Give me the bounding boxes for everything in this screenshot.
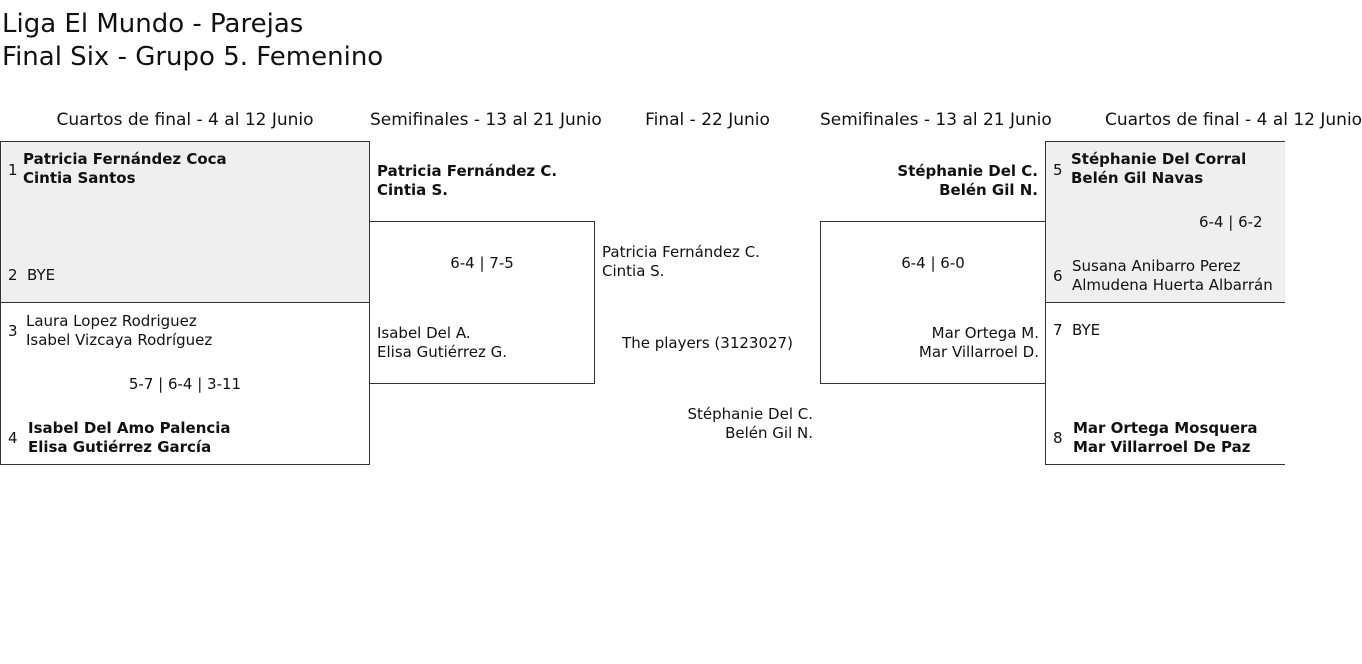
player-name: Belén Gil N. — [939, 181, 1038, 199]
seed-number: 4 — [8, 429, 18, 447]
column-header-final: Final - 22 Junio — [645, 110, 770, 130]
match-score: 6-4 | 6-2 — [1199, 213, 1263, 231]
qf-right-match-2: 7 BYE 8 Mar Ortega Mosquera Mar Villarro… — [1045, 302, 1285, 465]
player-name: Isabel Vizcaya Rodríguez — [26, 331, 213, 349]
team-entry[interactable]: Mar Ortega Mosquera Mar Villarroel De Pa… — [1073, 419, 1258, 457]
player-name: Cintia Santos — [23, 169, 136, 187]
sf-right-match: 6-4 | 6-0 Mar Ortega M. Mar Villarroel D… — [820, 221, 1046, 384]
seed-number: 7 — [1053, 321, 1063, 339]
player-name: Mar Villarroel De Paz — [1073, 438, 1251, 456]
page-title: Liga El Mundo - Parejas — [2, 9, 304, 39]
qf-left-match-1: 1 Patricia Fernández Coca Cintia Santos … — [0, 141, 370, 303]
final-team-a[interactable]: Patricia Fernández C. Cintia S. — [602, 243, 760, 281]
match-score: 6-4 | 6-0 — [901, 254, 965, 272]
team-entry[interactable]: Mar Ortega M. Mar Villarroel D. — [827, 324, 1039, 362]
seed-number: 5 — [1053, 161, 1063, 179]
column-header-sf-left: Semifinales - 13 al 21 Junio — [370, 110, 602, 130]
player-name: Elisa Gutiérrez G. — [377, 343, 507, 361]
player-name: Patricia Fernández C. — [602, 243, 760, 261]
column-header-qf-right: Cuartos de final - 4 al 12 Junio — [1105, 110, 1362, 130]
seed-number: 3 — [8, 322, 18, 340]
final-note: The players (3123027) — [622, 334, 793, 352]
player-name: Mar Villarroel D. — [918, 343, 1039, 361]
final-team-b[interactable]: Stéphanie Del C. Belén Gil N. — [620, 405, 813, 443]
team-entry[interactable]: Susana Anibarro Perez Almudena Huerta Al… — [1072, 257, 1273, 295]
player-name: Stéphanie Del Corral — [1071, 150, 1247, 168]
page-subtitle: Final Six - Grupo 5. Femenino — [2, 42, 384, 72]
seed-number: 8 — [1053, 429, 1063, 447]
sf-left-team-a[interactable]: Patricia Fernández C. Cintia S. — [377, 162, 557, 200]
qf-right-match-1: 5 Stéphanie Del Corral Belén Gil Navas 6… — [1045, 141, 1285, 303]
player-name: Belén Gil N. — [725, 424, 813, 442]
team-entry[interactable]: Stéphanie Del Corral Belén Gil Navas — [1071, 150, 1246, 188]
team-entry-bye: BYE — [1072, 321, 1101, 339]
player-name: Stéphanie Del C. — [687, 405, 813, 423]
qf-left-match-2: 3 Laura Lopez Rodriguez Isabel Vizcaya R… — [0, 302, 370, 465]
player-name: Laura Lopez Rodriguez — [26, 312, 197, 330]
player-name: Cintia S. — [377, 181, 448, 199]
player-name: Isabel Del Amo Palencia — [28, 419, 231, 437]
team-entry[interactable]: Isabel Del A. Elisa Gutiérrez G. — [377, 324, 507, 362]
seed-number: 6 — [1053, 267, 1063, 285]
team-entry[interactable]: Isabel Del Amo Palencia Elisa Gutiérrez … — [28, 419, 231, 457]
seed-number: 2 — [8, 266, 18, 284]
sf-right-team-a[interactable]: Stéphanie Del C. Belén Gil N. — [826, 162, 1038, 200]
player-name: Cintia S. — [602, 262, 665, 280]
player-name: Susana Anibarro Perez — [1072, 257, 1241, 275]
player-name: Belén Gil Navas — [1071, 169, 1204, 187]
player-name: Mar Ortega Mosquera — [1073, 419, 1258, 437]
seed-number: 1 — [8, 161, 18, 179]
player-name: Stéphanie Del C. — [897, 162, 1038, 180]
match-score: 5-7 | 6-4 | 3-11 — [128, 375, 242, 393]
sf-left-match: 6-4 | 7-5 Isabel Del A. Elisa Gutiérrez … — [369, 221, 595, 384]
player-name: Patricia Fernández Coca — [23, 150, 227, 168]
match-score: 6-4 | 7-5 — [450, 254, 514, 272]
team-entry-bye: BYE — [27, 266, 56, 284]
player-name: Almudena Huerta Albarrán — [1072, 276, 1273, 294]
column-header-sf-right: Semifinales - 13 al 21 Junio — [820, 110, 1052, 130]
team-entry[interactable]: Laura Lopez Rodriguez Isabel Vizcaya Rod… — [26, 312, 212, 350]
team-entry[interactable]: Patricia Fernández Coca Cintia Santos — [23, 150, 227, 188]
player-name: Patricia Fernández C. — [377, 162, 558, 180]
player-name: Elisa Gutiérrez García — [28, 438, 212, 456]
player-name: Isabel Del A. — [377, 324, 471, 342]
column-header-qf-left: Cuartos de final - 4 al 12 Junio — [56, 110, 314, 130]
player-name: Mar Ortega M. — [931, 324, 1039, 342]
